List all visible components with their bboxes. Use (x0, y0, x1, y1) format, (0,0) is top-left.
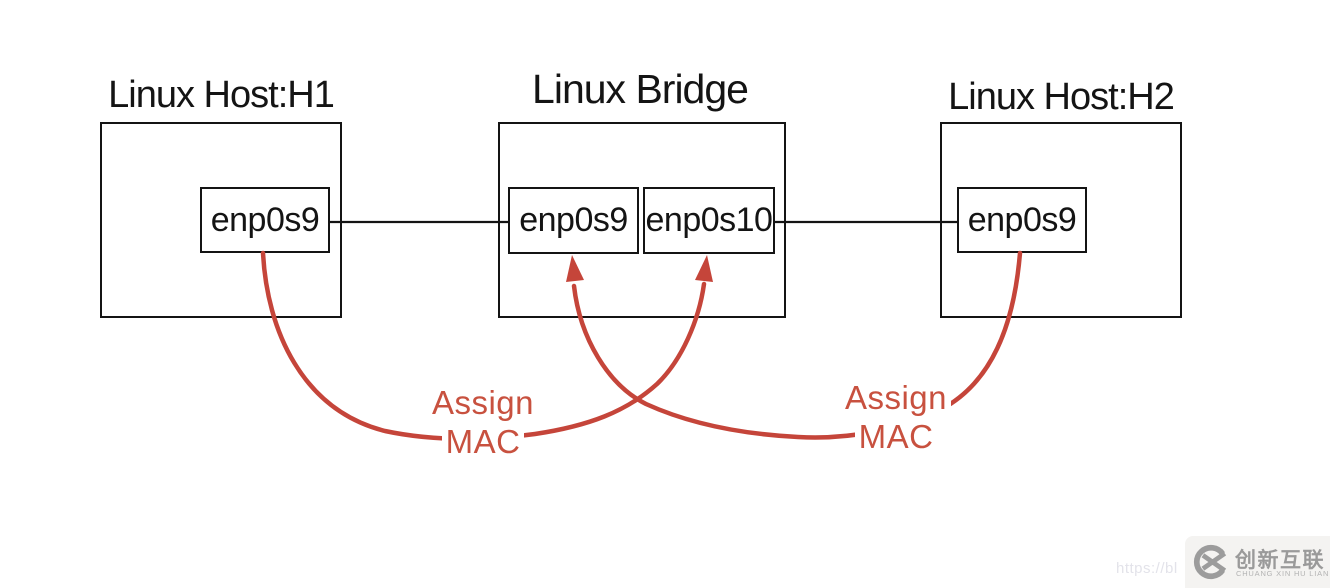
watermark-brand-subtext: CHUANG XIN HU LIAN (1236, 569, 1330, 578)
assign-mac-label-line1: Assign (427, 383, 539, 422)
host1-interface-box: enp0s9 (200, 187, 330, 253)
watermark-url-text: https://bl (1116, 560, 1178, 577)
cx-circle-x-logo-icon (1193, 544, 1227, 580)
host1-box (100, 122, 342, 318)
assign-mac-label-line1: Assign (840, 378, 952, 417)
assign-mac-label-right: Assign MAC (811, 378, 981, 456)
bridge-interface2-box: enp0s10 (643, 187, 775, 254)
watermark-plate: 创新互联 CHUANG XIN HU LIAN (1185, 536, 1330, 588)
assign-mac-label-line2: MAC (854, 417, 938, 456)
bridge-title: Linux Bridge (532, 66, 749, 112)
host2-interface-box: enp0s9 (957, 187, 1087, 253)
host2-title: Linux Host:H2 (948, 76, 1175, 118)
host2-box (940, 122, 1182, 318)
assign-mac-label-left: Assign MAC (398, 383, 568, 461)
watermark-brand-text: 创新互联 (1235, 549, 1325, 572)
assign-mac-label-line2: MAC (441, 422, 525, 461)
bridge-interface1-box: enp0s9 (508, 187, 639, 254)
host1-title: Linux Host:H1 (108, 74, 335, 116)
